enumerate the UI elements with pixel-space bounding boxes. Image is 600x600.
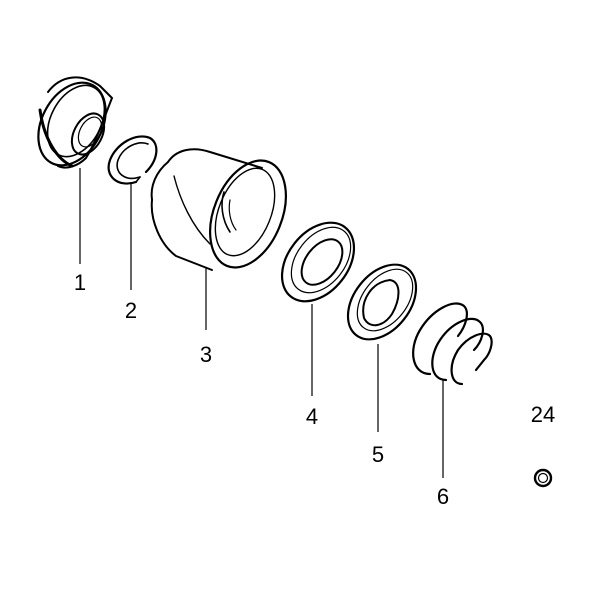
callout-24: 24 xyxy=(531,402,555,427)
part-24-o-ring xyxy=(533,468,553,488)
part-2-snap-ring xyxy=(107,135,158,185)
callout-1: 1 xyxy=(74,270,86,295)
part-3-sleeve xyxy=(150,148,287,271)
part-1-bearing-seal-housing xyxy=(37,76,113,169)
callout-5: 5 xyxy=(372,442,384,467)
part-5-seal-ring xyxy=(346,263,418,341)
part-6-spring xyxy=(412,302,493,386)
part-4-flat-washer xyxy=(280,221,356,303)
callout-2: 2 xyxy=(125,298,137,323)
callout-4: 4 xyxy=(306,404,318,429)
callout-6: 6 xyxy=(437,484,449,509)
callout-3: 3 xyxy=(200,342,212,367)
